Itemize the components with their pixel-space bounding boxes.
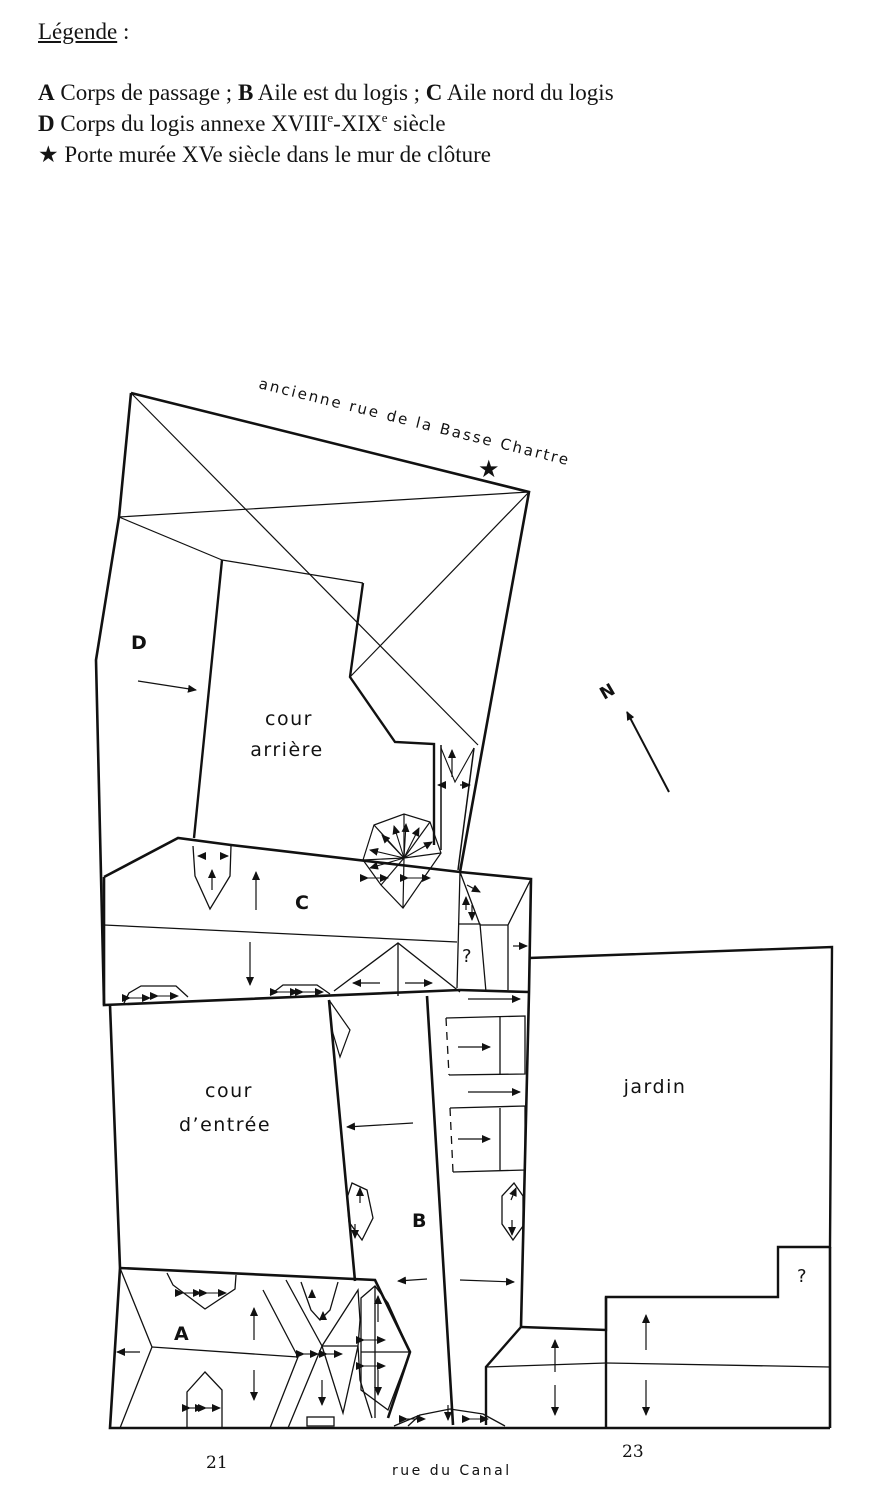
legend-key-b: B [237,80,254,105]
label-building-a: A [174,1323,189,1345]
label-building-c: C [295,892,309,914]
building-a-outline [108,1266,830,1430]
legend-key-d: D [38,111,55,136]
legend-title-colon: : [117,19,130,44]
building-c-dormer [192,845,232,911]
courtyard-entry-outline [108,999,357,1282]
building-d-outline [94,391,531,1006]
courtyard-entry-dormer [328,999,351,1059]
building-c-lucarne-2 [269,984,331,996]
building-c-pavilion-roof [333,942,461,993]
label-question-stair: ? [462,946,472,967]
legend-text-xix: -XIX [333,111,382,136]
label-jardin: jardin [623,1076,687,1098]
legend-line-d: D Corps du logis annexe XVIIIe-XIXe sièc… [38,108,858,139]
staircase-corridor [440,745,475,871]
building-23-ridge [605,1362,831,1368]
legend-text-siecle: siècle [387,111,446,136]
building-c-ridge [103,924,458,943]
house-number-23: 23 [622,1442,644,1462]
label-cour-arriere-2: arrière [250,739,323,761]
legend-text-a: Corps de passage ; [54,80,238,105]
label-building-b: B [412,1210,426,1232]
legend-text-d: Corps du logis annexe XVIII [54,111,328,136]
legend-line-abc: A Corps de passage ; B Aile est du logis… [38,77,858,108]
legend-title: Légende : [38,16,858,47]
legend-key-c: C [425,80,443,105]
roof-slope-arrows [116,680,650,1421]
legend-text-b: Aile est du logis ; [253,80,426,105]
building-b-dormer-west [346,1182,374,1242]
building-b-dormer-east [501,1181,524,1242]
north-arrow-icon: N [597,680,670,793]
legend-superscript-e2: e [381,110,388,125]
label-cour-entree-2: d’entrée [179,1114,271,1136]
label-question-garden: ? [797,1266,807,1287]
star-icon: ★ [38,142,59,167]
building-b-outline [425,988,531,1426]
corner-stair-tower [456,871,532,993]
walled-door-star-icon: ★ [478,455,500,483]
legend-text-star: Porte murée XVe siècle dans le mur de cl… [58,142,491,167]
double-arrows [122,874,489,1423]
label-cour-arriere-1: cour [265,708,313,730]
legend-text-c: Aile nord du logis [442,80,614,105]
label-building-d: D [131,632,147,654]
street-north-label: ancienne rue de la Basse Chartre [257,374,572,469]
north-label: N [597,680,619,704]
legend-line-star: ★ Porte murée XVe siècle dans le mur de … [38,139,858,170]
building-b-bays [445,1015,526,1173]
building-c-lucarne-1 [123,985,189,1004]
legend-key-a: A [38,80,55,105]
house-number-21: 21 [206,1453,228,1473]
legend: Légende : A Corps de passage ; B Aile es… [38,16,858,170]
building-c-outline [102,836,533,1007]
legend-superscript-e1: e [327,110,334,125]
label-cour-entree-1: cour [205,1080,253,1102]
garden-outline [520,945,834,1332]
legend-title-text: Légende [38,19,118,44]
turret-arrows [369,823,433,870]
building-d-roof [118,392,530,746]
courtyard-back-outline [192,559,436,845]
street-south-label: rue du Canal [392,1463,512,1479]
